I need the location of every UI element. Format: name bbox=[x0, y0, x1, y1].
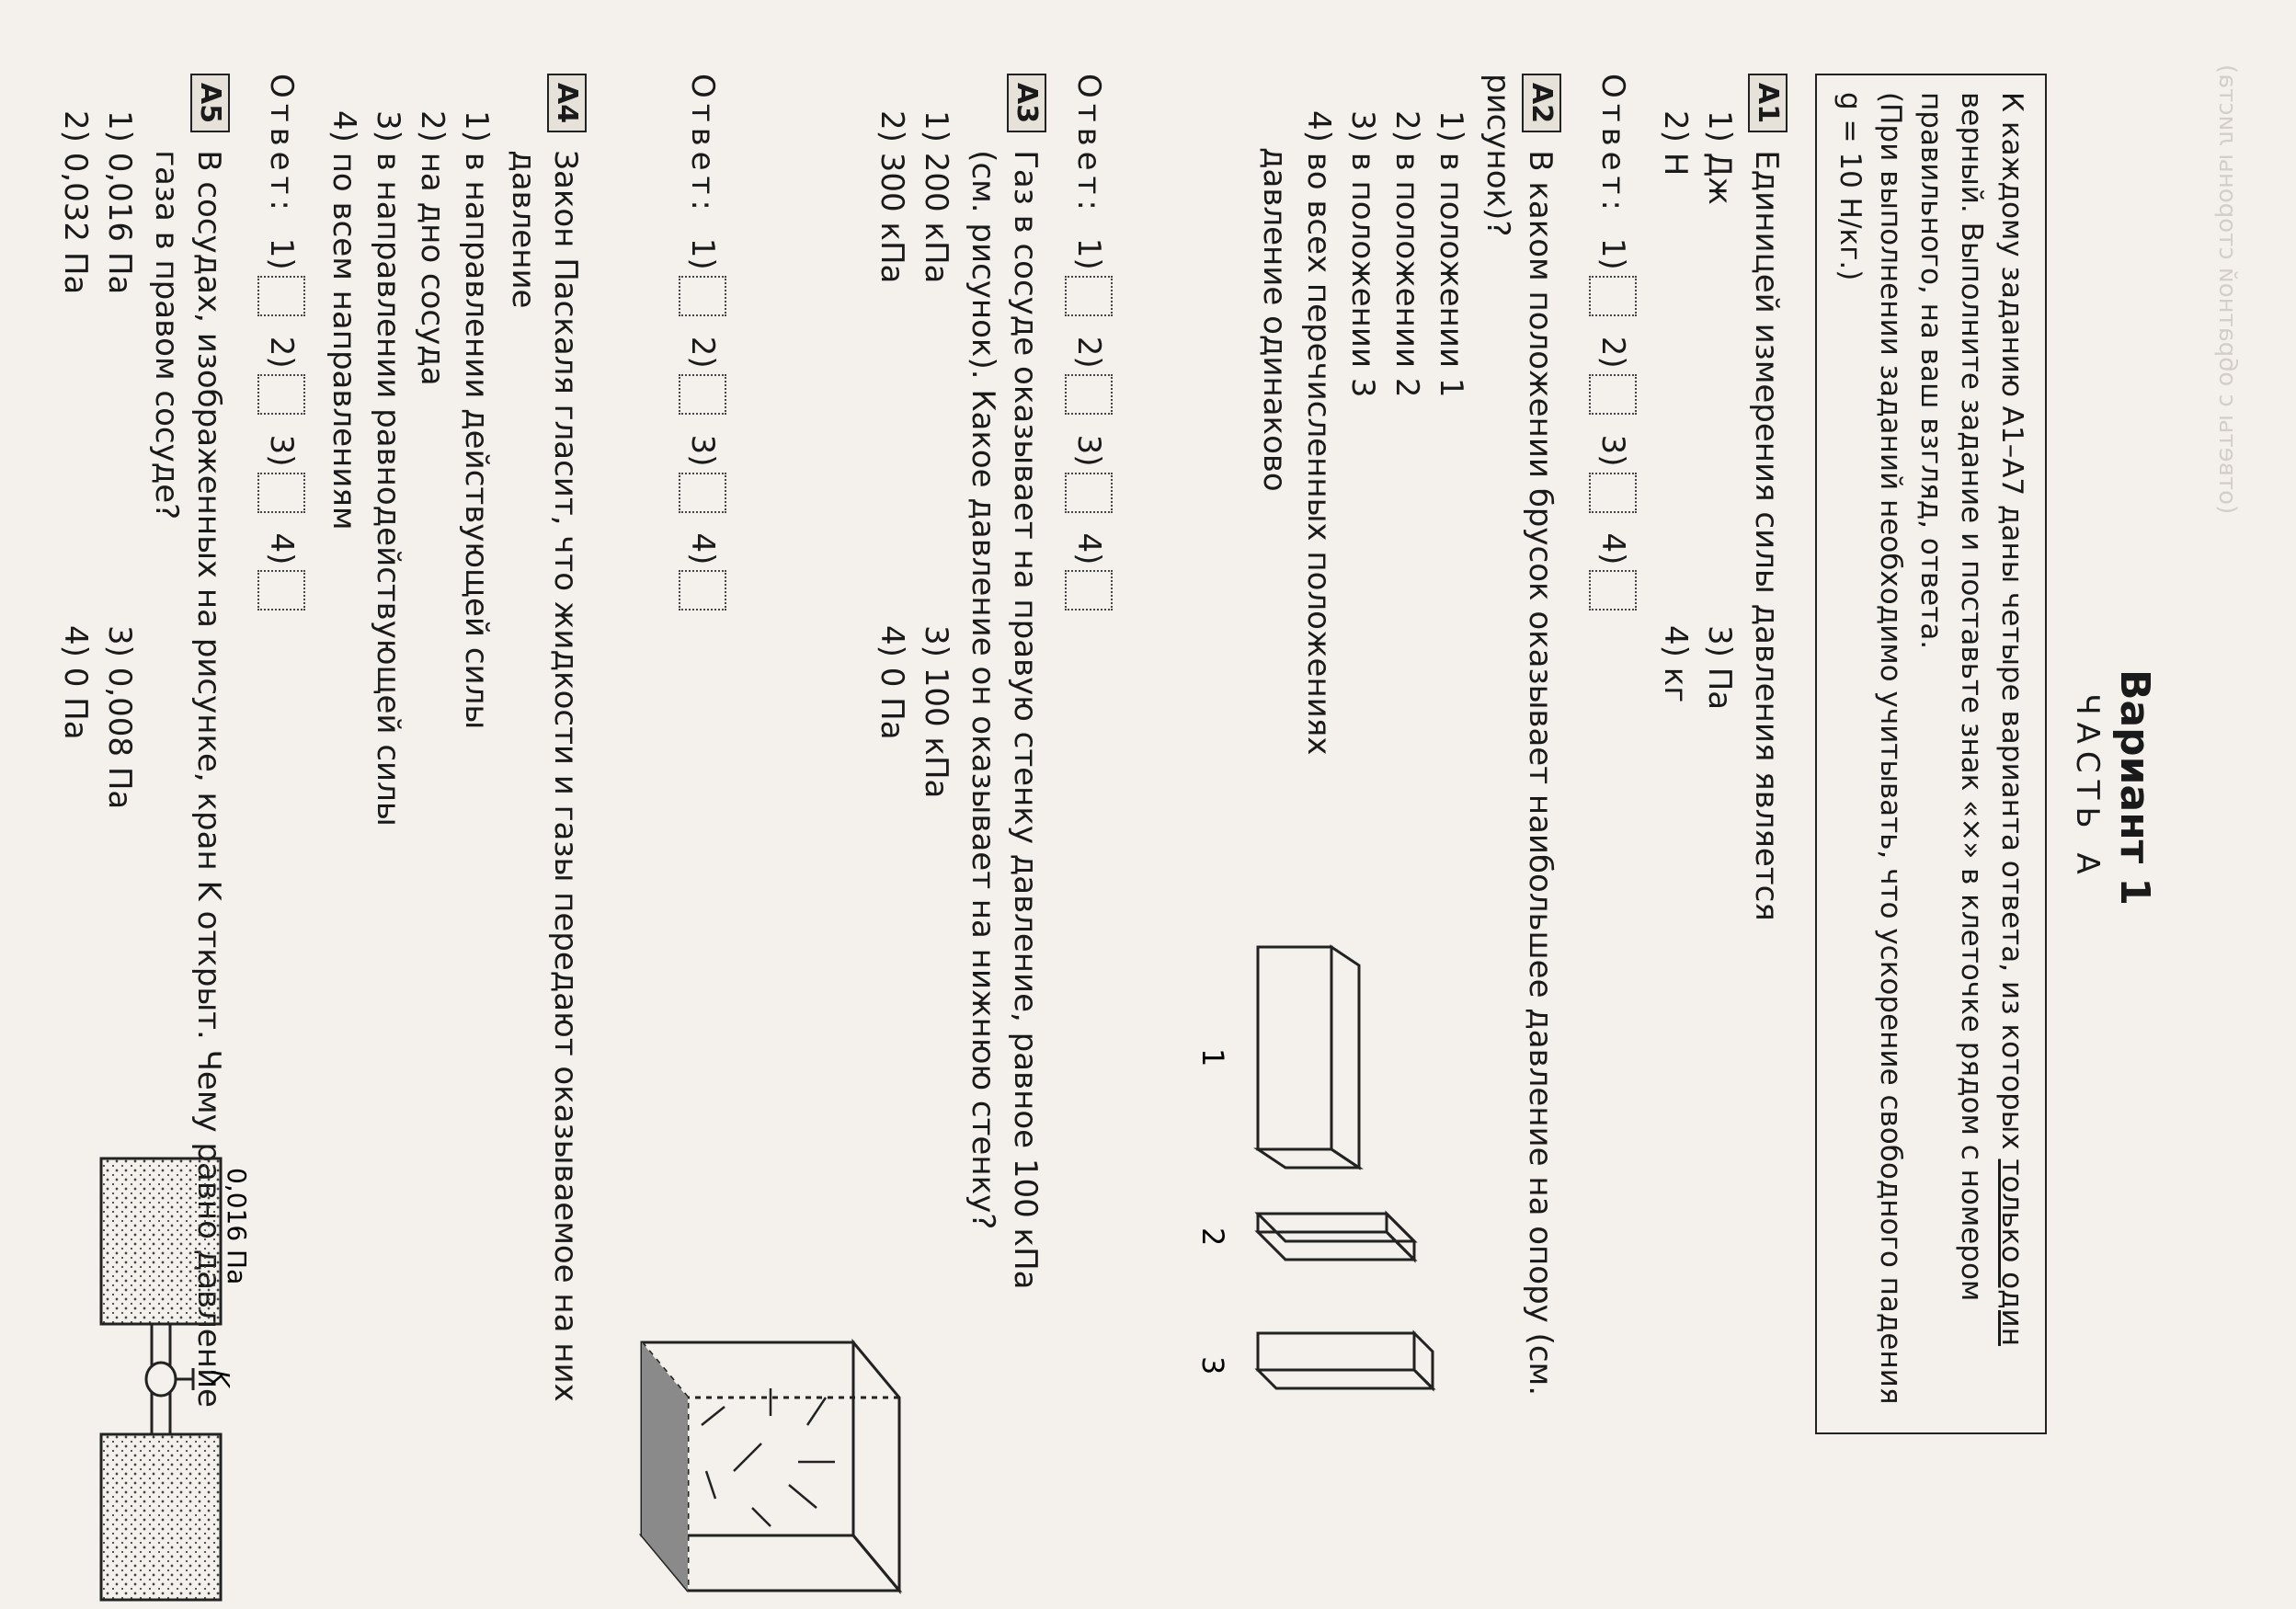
answer-checkbox-3[interactable] bbox=[1065, 472, 1113, 513]
task-number: А4 bbox=[547, 74, 587, 133]
task-a1: А1 Единицей измерения силы давления явля… bbox=[1589, 74, 1788, 1520]
task-number: А2 bbox=[1522, 74, 1561, 133]
task-a3: А3 Газ в сосуде оказывает на правую стен… bbox=[587, 74, 1046, 1595]
option: 4) 0 Па bbox=[57, 625, 94, 740]
option: 1) в положении 1 bbox=[1433, 110, 1469, 398]
instructions-text-2: верный. Выполните задание и поставьте зн… bbox=[1914, 92, 1988, 1302]
answer-row: Ответ: 1) 2) 3) 4) bbox=[1589, 74, 1637, 1520]
vessels-with-valve-figure: K 0,016 Па bbox=[99, 1157, 248, 1602]
pressure-label: 0,016 Па bbox=[222, 1168, 248, 1284]
answer-checkbox-3[interactable] bbox=[1589, 472, 1637, 513]
answer-number: 2) bbox=[684, 336, 721, 369]
answer-number: 1) bbox=[1594, 237, 1631, 270]
answer-number: 1) bbox=[263, 237, 300, 270]
answer-checkbox-2[interactable] bbox=[257, 373, 305, 415]
option: 2) на дно сосуда bbox=[414, 110, 451, 386]
instructions-note: (При выполнении заданий необходимо учиты… bbox=[1833, 92, 1907, 1405]
answer-checkbox-3[interactable] bbox=[679, 472, 726, 513]
answer-checkbox-3[interactable] bbox=[257, 472, 305, 513]
bleed-through-text: (ответы с обратной стороны листа) bbox=[2213, 64, 2241, 515]
answer-number: 4) bbox=[1070, 532, 1107, 565]
answer-number: 2) bbox=[1070, 336, 1107, 369]
task-number: А5 bbox=[190, 74, 230, 133]
valve-label: K bbox=[205, 1370, 235, 1389]
task-question: Единицей измерения силы давления являетс… bbox=[1748, 150, 1785, 921]
part-title: ЧАСТЬ А bbox=[2069, 693, 2106, 882]
instructions-text-1: К каждому заданию А1–А7 даны четыре вари… bbox=[1995, 92, 2028, 1159]
answer-number: 3) bbox=[684, 434, 721, 467]
page-header: Вариант 1 ЧАСТЬ А bbox=[2069, 55, 2158, 1520]
answer-number: 4) bbox=[1594, 532, 1631, 565]
answer-number: 2) bbox=[1594, 336, 1631, 369]
answer-checkbox-2[interactable] bbox=[1065, 373, 1113, 415]
answer-checkbox-4[interactable] bbox=[1589, 570, 1637, 611]
answer-number: 4) bbox=[684, 532, 721, 565]
task-number: А3 bbox=[1007, 74, 1046, 133]
answer-label: Ответ: bbox=[263, 74, 300, 216]
answer-row: Ответ: 1) 2) 3) 4) bbox=[1065, 74, 1113, 631]
bricks-figure: 1 2 3 bbox=[1195, 944, 1436, 1392]
answer-checkbox-4[interactable] bbox=[679, 570, 726, 611]
answer-number: 1) bbox=[684, 237, 721, 270]
instructions-box: К каждому заданию А1–А7 даны четыре вари… bbox=[1815, 74, 2047, 1434]
option: 1) Дж bbox=[1701, 110, 1738, 205]
answer-number: 3) bbox=[263, 434, 300, 467]
instructions-emphasis: только один bbox=[1995, 1158, 2028, 1346]
option: 3) Па bbox=[1701, 625, 1738, 711]
option: 4) кг bbox=[1657, 625, 1694, 703]
option: 3) 100 кПа bbox=[918, 625, 954, 799]
variant-title: Вариант 1 bbox=[2111, 668, 2158, 907]
option: 1) 0,016 Па bbox=[101, 110, 138, 295]
figure-label-2: 2 bbox=[1195, 1227, 1230, 1246]
option: 1) 200 кПа bbox=[918, 110, 954, 284]
answer-label: Ответ: bbox=[1070, 74, 1107, 216]
figure-label-1: 1 bbox=[1195, 1048, 1230, 1067]
option: 4) 0 Па bbox=[874, 625, 910, 740]
task-question: Закон Паскаля гласит, что жидкости и газ… bbox=[505, 150, 584, 1402]
answer-number: 1) bbox=[1070, 237, 1107, 270]
option: 3) в направлении равнодействующей силы bbox=[370, 110, 406, 827]
answer-checkbox-4[interactable] bbox=[257, 570, 305, 611]
task-a4: А4 Закон Паскаля гласит, что жидкости и … bbox=[257, 74, 587, 1520]
task-number: А1 bbox=[1748, 74, 1788, 133]
option: 2) 300 кПа bbox=[874, 110, 910, 284]
figure-label-3: 3 bbox=[1195, 1356, 1230, 1375]
answer-row: Ответ: 1) 2) 3) 4) bbox=[679, 74, 726, 631]
answer-label: Ответ: bbox=[1594, 74, 1631, 216]
answer-label: Ответ: bbox=[684, 74, 721, 216]
answer-row: Ответ: 1) 2) 3) 4) bbox=[257, 74, 305, 1520]
task-question: Газ в сосуде оказывает на правую стенку … bbox=[965, 150, 1044, 1290]
gas-vessel-figure bbox=[638, 1338, 903, 1595]
rotated-test-page: (ответы с обратной стороны листа) Вариан… bbox=[0, 55, 2241, 1602]
answer-checkbox-2[interactable] bbox=[679, 373, 726, 415]
task-question: В каком положении брусок оказывает наибо… bbox=[1479, 74, 1559, 1397]
option: 3) 0,008 Па bbox=[101, 625, 138, 810]
option: 2) Н bbox=[1657, 110, 1694, 177]
option: 2) в положении 2 bbox=[1388, 110, 1425, 398]
answer-number: 3) bbox=[1594, 434, 1631, 467]
task-a5: А5 В сосудах, изображенных на рисунке, к… bbox=[0, 74, 248, 1602]
option: 4) во всех перечисленных положениях давл… bbox=[1256, 110, 1337, 756]
answer-number: 3) bbox=[1070, 434, 1107, 467]
task-a2: А2 В каком положении брусок оказывает на… bbox=[1046, 74, 1561, 1520]
answer-checkbox-1[interactable] bbox=[679, 275, 726, 316]
answer-checkbox-4[interactable] bbox=[1065, 570, 1113, 611]
answer-number: 4) bbox=[263, 532, 300, 565]
answer-number: 2) bbox=[263, 336, 300, 369]
answer-checkbox-1[interactable] bbox=[1065, 275, 1113, 316]
option: 2) 0,032 Па bbox=[57, 110, 94, 295]
option: 3) в положении 3 bbox=[1344, 110, 1381, 398]
answer-checkbox-1[interactable] bbox=[257, 275, 305, 316]
option: 4) по всем направлениям bbox=[326, 110, 362, 531]
option: 1) в направлении действующей силы bbox=[458, 110, 495, 730]
answer-checkbox-1[interactable] bbox=[1589, 275, 1637, 316]
answer-checkbox-2[interactable] bbox=[1589, 373, 1637, 415]
